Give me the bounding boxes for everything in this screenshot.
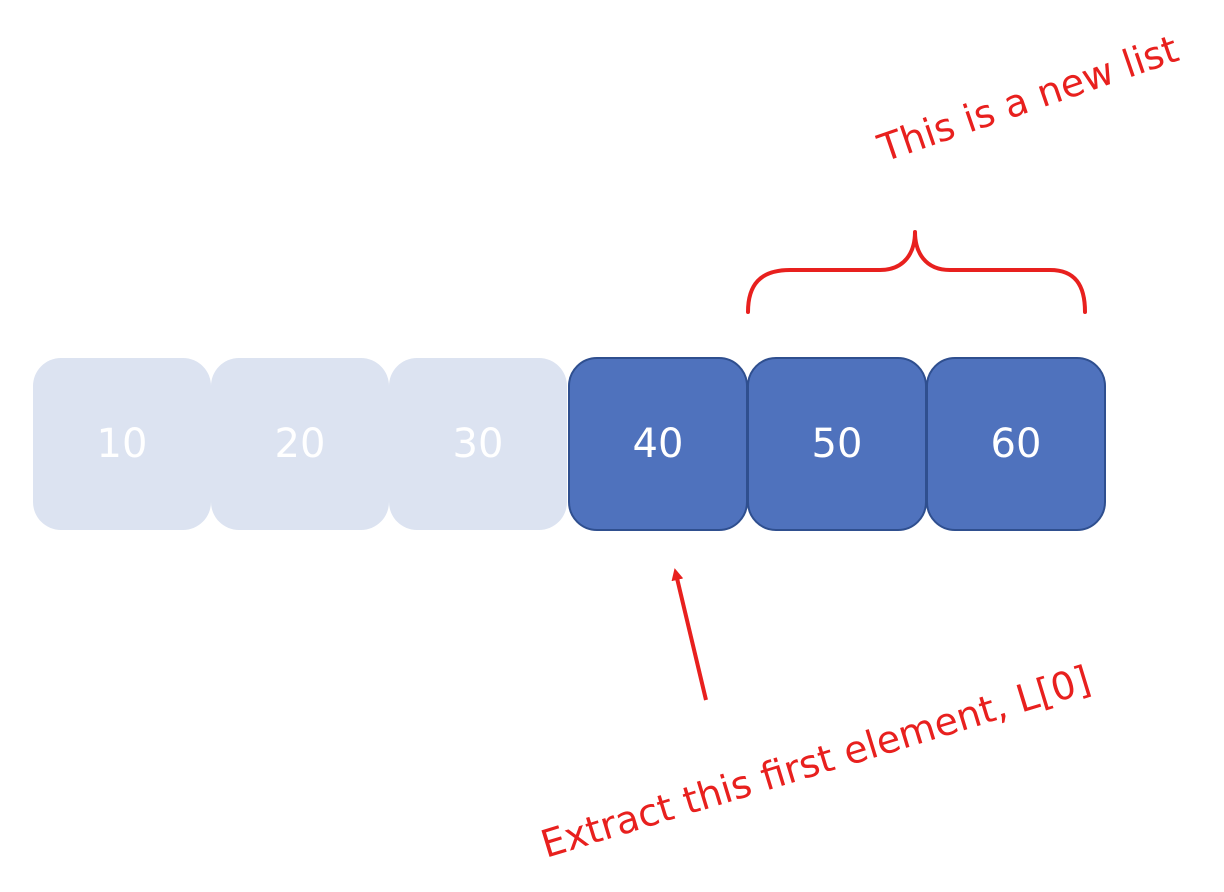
cell-box	[389, 358, 567, 530]
cell-box	[926, 357, 1106, 531]
extract-annotation: Extract this first element, L[0]	[536, 657, 1096, 866]
list-cell-3: 30	[389, 358, 567, 530]
cell-value: 40	[633, 421, 684, 467]
cell-box	[33, 358, 211, 530]
list-cell-5: 50	[747, 357, 927, 531]
curly-brace	[746, 230, 1087, 314]
cell-value: 30	[453, 421, 504, 467]
list-cell-2: 20	[211, 358, 389, 530]
cell-value: 20	[275, 421, 326, 467]
list-cell-4: 40	[568, 357, 748, 531]
list-cell-1: 10	[33, 358, 211, 530]
extract-arrow	[671, 568, 708, 701]
cell-value: 60	[991, 421, 1042, 467]
new-list-annotation: This is a new list	[872, 27, 1184, 171]
cell-value: 10	[97, 421, 148, 467]
cell-box	[211, 358, 389, 530]
cell-value: 50	[812, 421, 863, 467]
list-cells: 10 20 30 40 50 60	[33, 357, 1106, 531]
list-cell-6: 60	[926, 357, 1106, 531]
